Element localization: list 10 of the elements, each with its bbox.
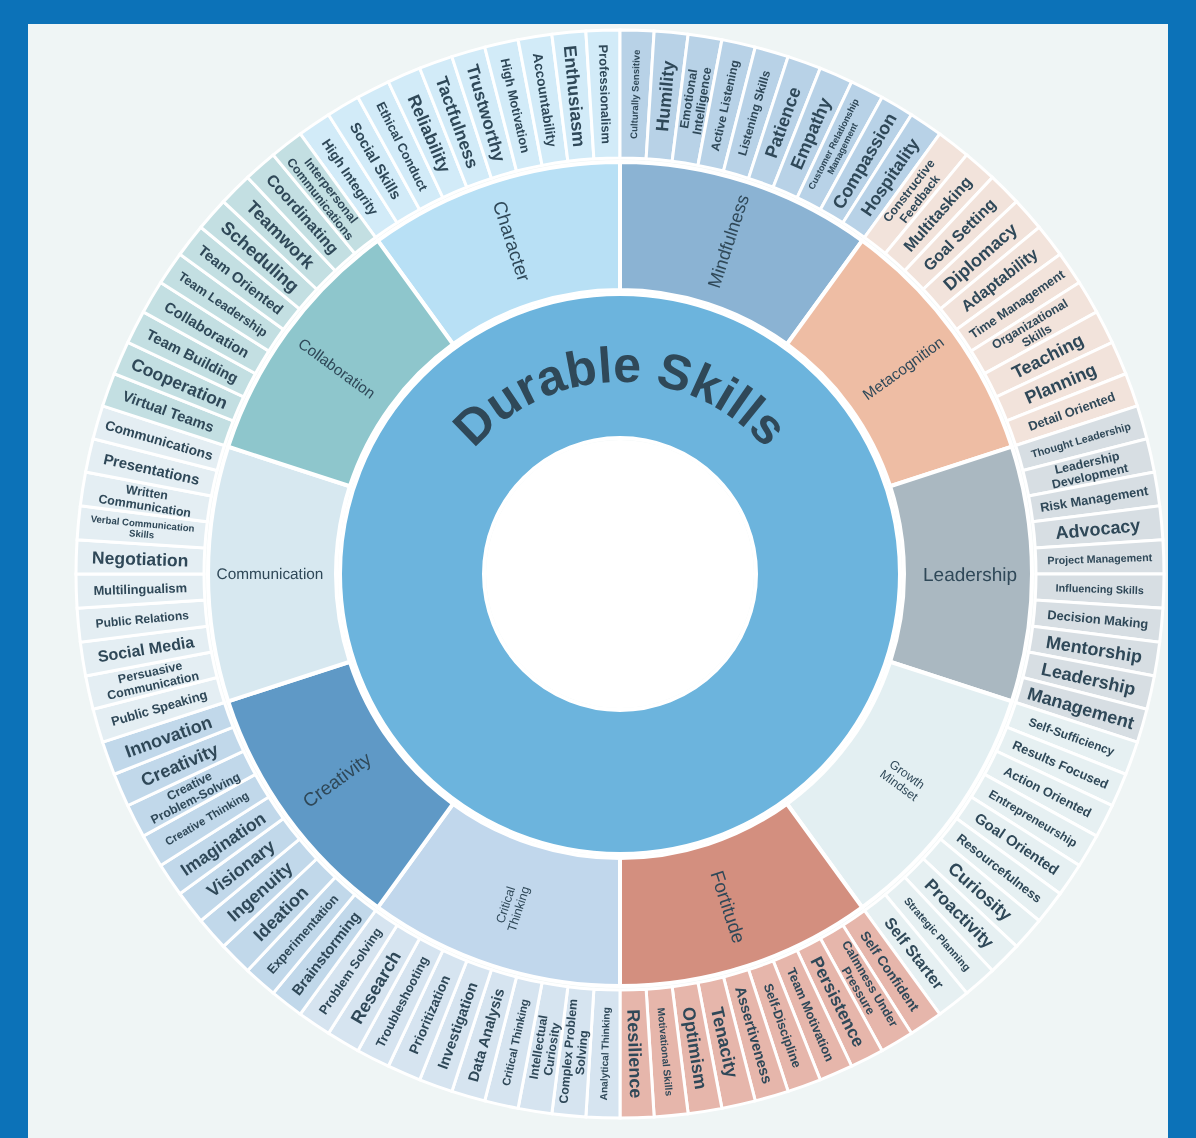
skill-label: Resilience (623, 1008, 647, 1099)
skill-label: Tenacity (706, 1005, 742, 1080)
skill-label: Humility (652, 59, 679, 133)
skill-label: Mentorship (1044, 631, 1144, 667)
category-label: Fortitude (704, 868, 749, 947)
skill-label: Advocacy (1054, 515, 1142, 544)
skill-label: Enthusiasm (559, 44, 590, 148)
skill-label: Optimism (678, 1005, 712, 1091)
category-label: Leadership (923, 564, 1017, 587)
skill-label: Negotiation (91, 547, 189, 571)
